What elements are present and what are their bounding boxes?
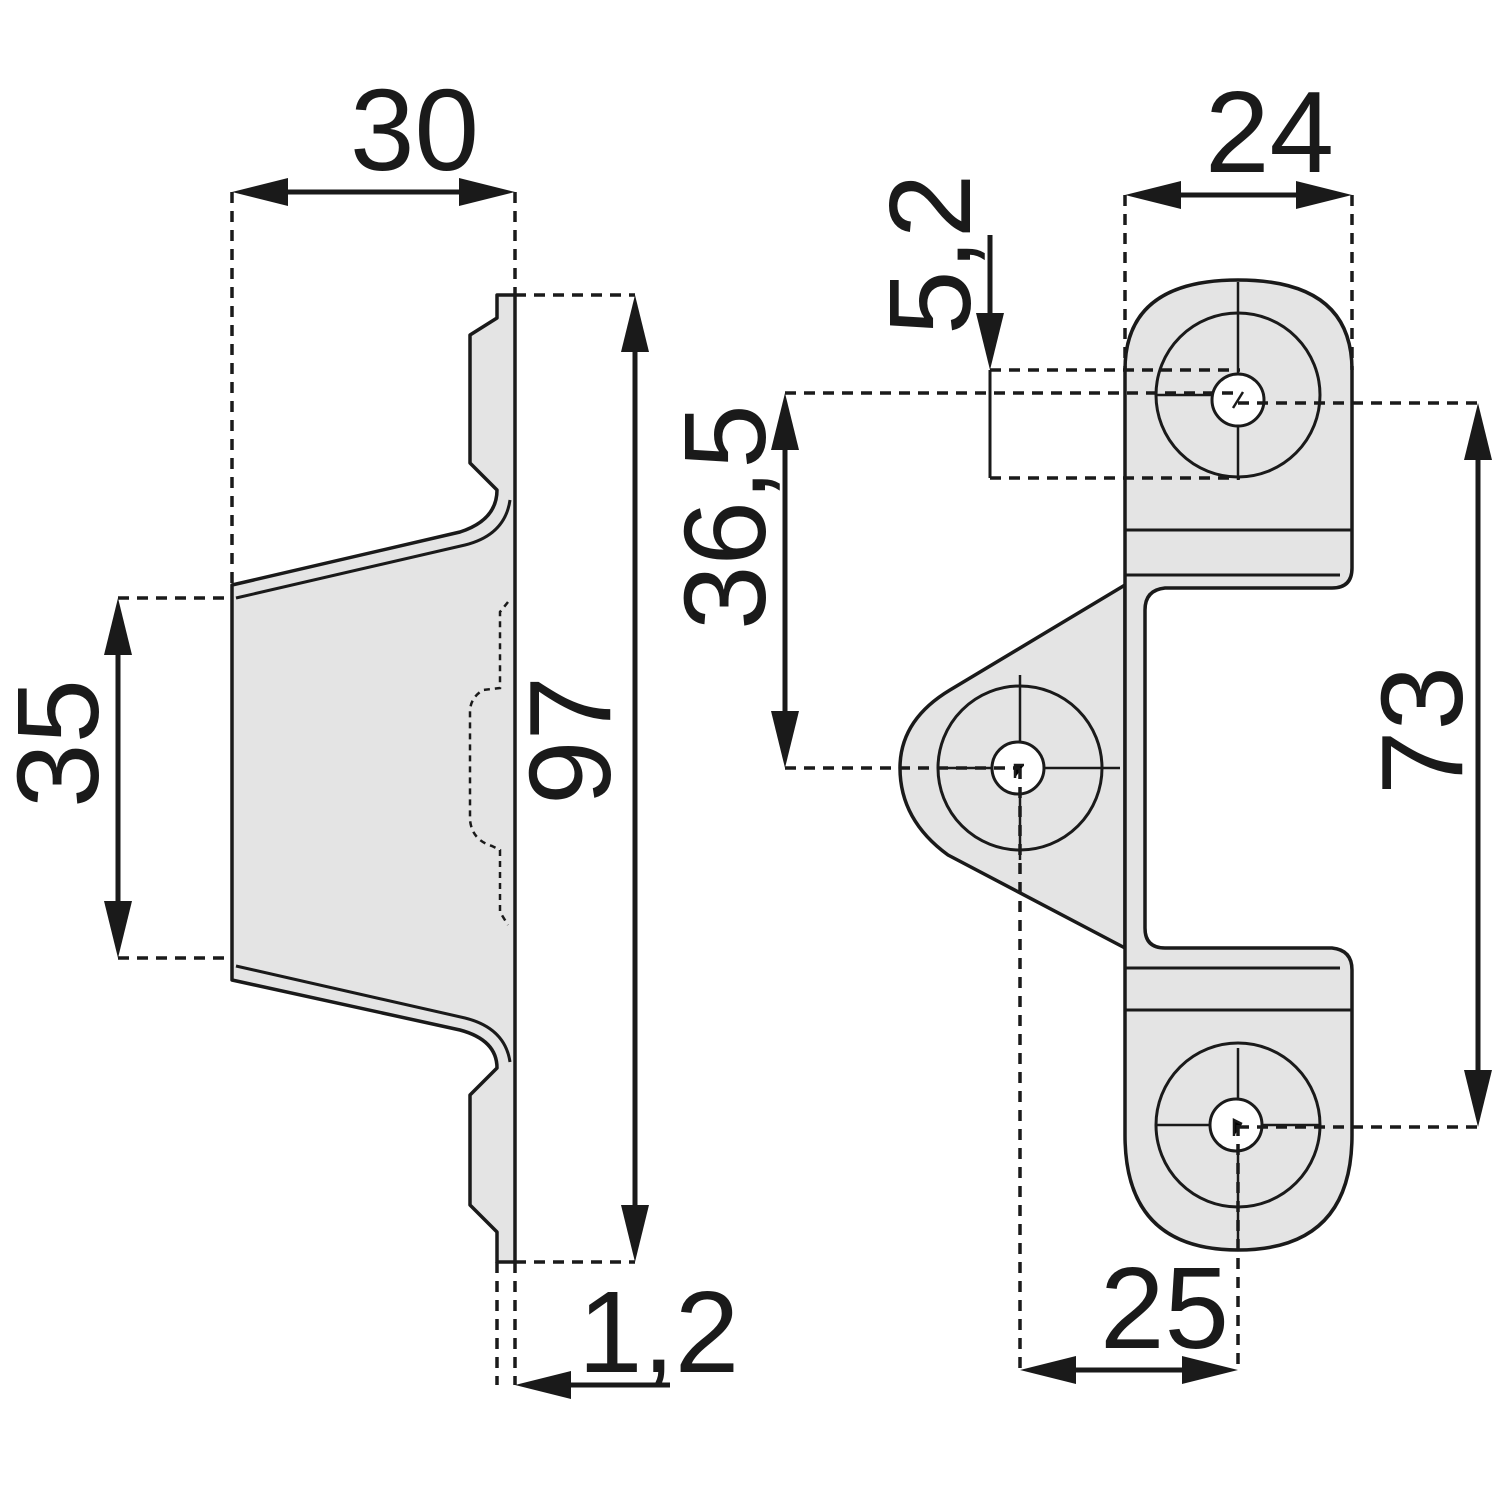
dim-line-36-5 <box>771 393 799 768</box>
dim-line-35 <box>104 598 132 958</box>
dim-label-30: 30 <box>350 65 479 195</box>
dim-line-73 <box>1464 403 1492 1127</box>
side-view-inner-upper <box>235 499 512 600</box>
dim-line-5-2 <box>976 235 1004 370</box>
dim-line-97 <box>621 295 649 1262</box>
dim-line-25 <box>1020 1356 1238 1384</box>
dim-label-25: 25 <box>1100 1243 1229 1373</box>
front-view: 24 5,2 36,5 73 <box>660 67 1492 1384</box>
dim-label-24: 24 <box>1205 67 1334 197</box>
dim-label-73: 73 <box>1357 666 1487 795</box>
dim-line-24 <box>1125 181 1352 209</box>
dim-label-5-2: 5,2 <box>865 174 995 335</box>
side-view: 30 97 35 1,2 <box>0 65 739 1399</box>
side-view-profile <box>230 293 517 1264</box>
dim-label-97: 97 <box>505 676 635 805</box>
dim-line-1-2 <box>515 1371 670 1399</box>
side-view-inner-lower <box>235 964 512 1063</box>
dim-label-36-5: 36,5 <box>660 404 790 630</box>
dim-label-35: 35 <box>0 679 123 808</box>
dim-line-30 <box>232 178 515 206</box>
dim-label-1-2: 1,2 <box>578 1267 739 1397</box>
